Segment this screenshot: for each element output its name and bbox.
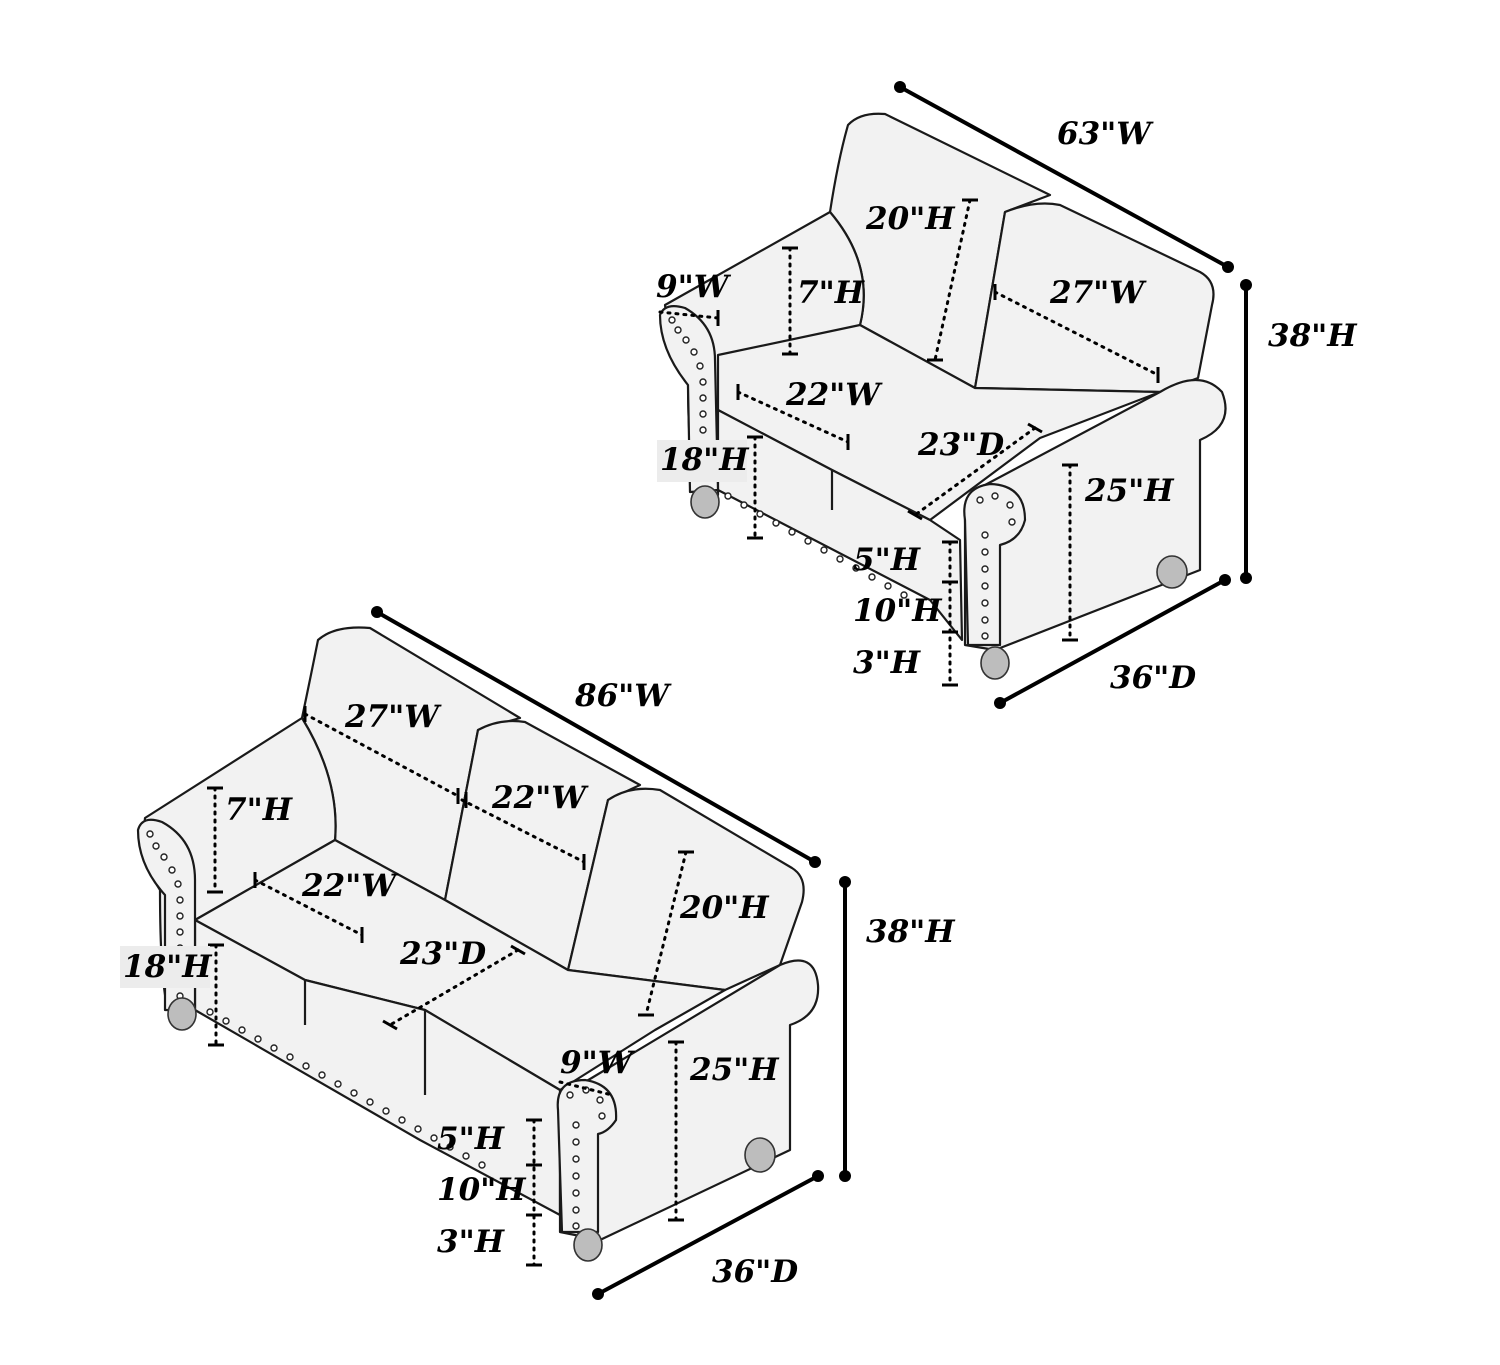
- sofa-back-cushion-width-label: 27"W: [344, 699, 442, 735]
- sofa-back-cushion-width-middle-label: 22"W: [491, 780, 589, 816]
- sofa-overall-height-label: 38"H: [866, 914, 956, 950]
- sofa-base-height-label: 10"H: [437, 1172, 527, 1208]
- sofa-foot-left: [167, 997, 197, 1031]
- sofa-cushion-height-label: 5"H: [437, 1121, 506, 1157]
- loveseat-foot-left: [690, 485, 720, 519]
- sofa-nailhead-trim: [146, 830, 606, 1230]
- sofa-arm-total-height-label: 25"H: [689, 1052, 780, 1088]
- loveseat-seat-depth-label: 23"D: [917, 427, 1004, 463]
- loveseat-arm-height-label: 7"H: [797, 275, 866, 311]
- loveseat-back-cushion-right: [973, 202, 1215, 394]
- loveseat-overall-width-label: 63"W: [1057, 116, 1154, 152]
- sofa-seat-width-label: 22"W: [301, 868, 399, 904]
- loveseat-leg-height-label: 3"H: [853, 645, 922, 681]
- loveseat-cushion-height-label: 5"H: [853, 542, 922, 578]
- sofa-arm-width-label: 9"W: [560, 1045, 636, 1081]
- sofa-overall-width-label: 86"W: [574, 678, 672, 714]
- loveseat-back-cushion-width-label: 27"W: [1049, 275, 1147, 311]
- sofa-seat-depth-label: 23"D: [399, 936, 486, 972]
- sofa-foot-right-back: [744, 1137, 776, 1173]
- sofa-drawing: 86"W 38"H 36"D 27"W 22"W 20"H 7"H 22"W 2…: [120, 606, 956, 1300]
- loveseat-front-base: [716, 408, 964, 642]
- sofa-back-cushion-right: [566, 787, 805, 992]
- loveseat-seat-width-label: 22"W: [785, 377, 883, 413]
- loveseat-base-height-label: 10"H: [853, 593, 943, 629]
- loveseat-back-height-label: 20"H: [865, 201, 956, 237]
- loveseat-arm-total-height-label: 25"H: [1084, 473, 1175, 509]
- loveseat-overall-depth-label: 36"D: [1110, 660, 1196, 696]
- sofa-seat-height-label: 18"H: [123, 949, 213, 985]
- loveseat-drawing: 63"W 38"H 36"D 20"H 27"W 9"W 7"H 22"W 23…: [656, 81, 1358, 709]
- loveseat-foot-front: [980, 646, 1010, 680]
- sofa-overall-depth-label: 36"D: [712, 1254, 798, 1290]
- sofa-arm-height-label: 7"H: [225, 792, 294, 828]
- loveseat-foot-right-back: [1156, 555, 1188, 589]
- loveseat-seat-height-label: 18"H: [660, 442, 750, 478]
- loveseat-overall-height-label: 38"H: [1268, 318, 1358, 354]
- sofa-foot-front: [573, 1228, 603, 1262]
- sofa-back-height-label: 20"H: [679, 890, 770, 926]
- loveseat-arm-width-label: 9"W: [656, 269, 732, 305]
- loveseat-nailhead-trim: [668, 316, 1016, 640]
- sofa-leg-height-label: 3"H: [437, 1224, 506, 1260]
